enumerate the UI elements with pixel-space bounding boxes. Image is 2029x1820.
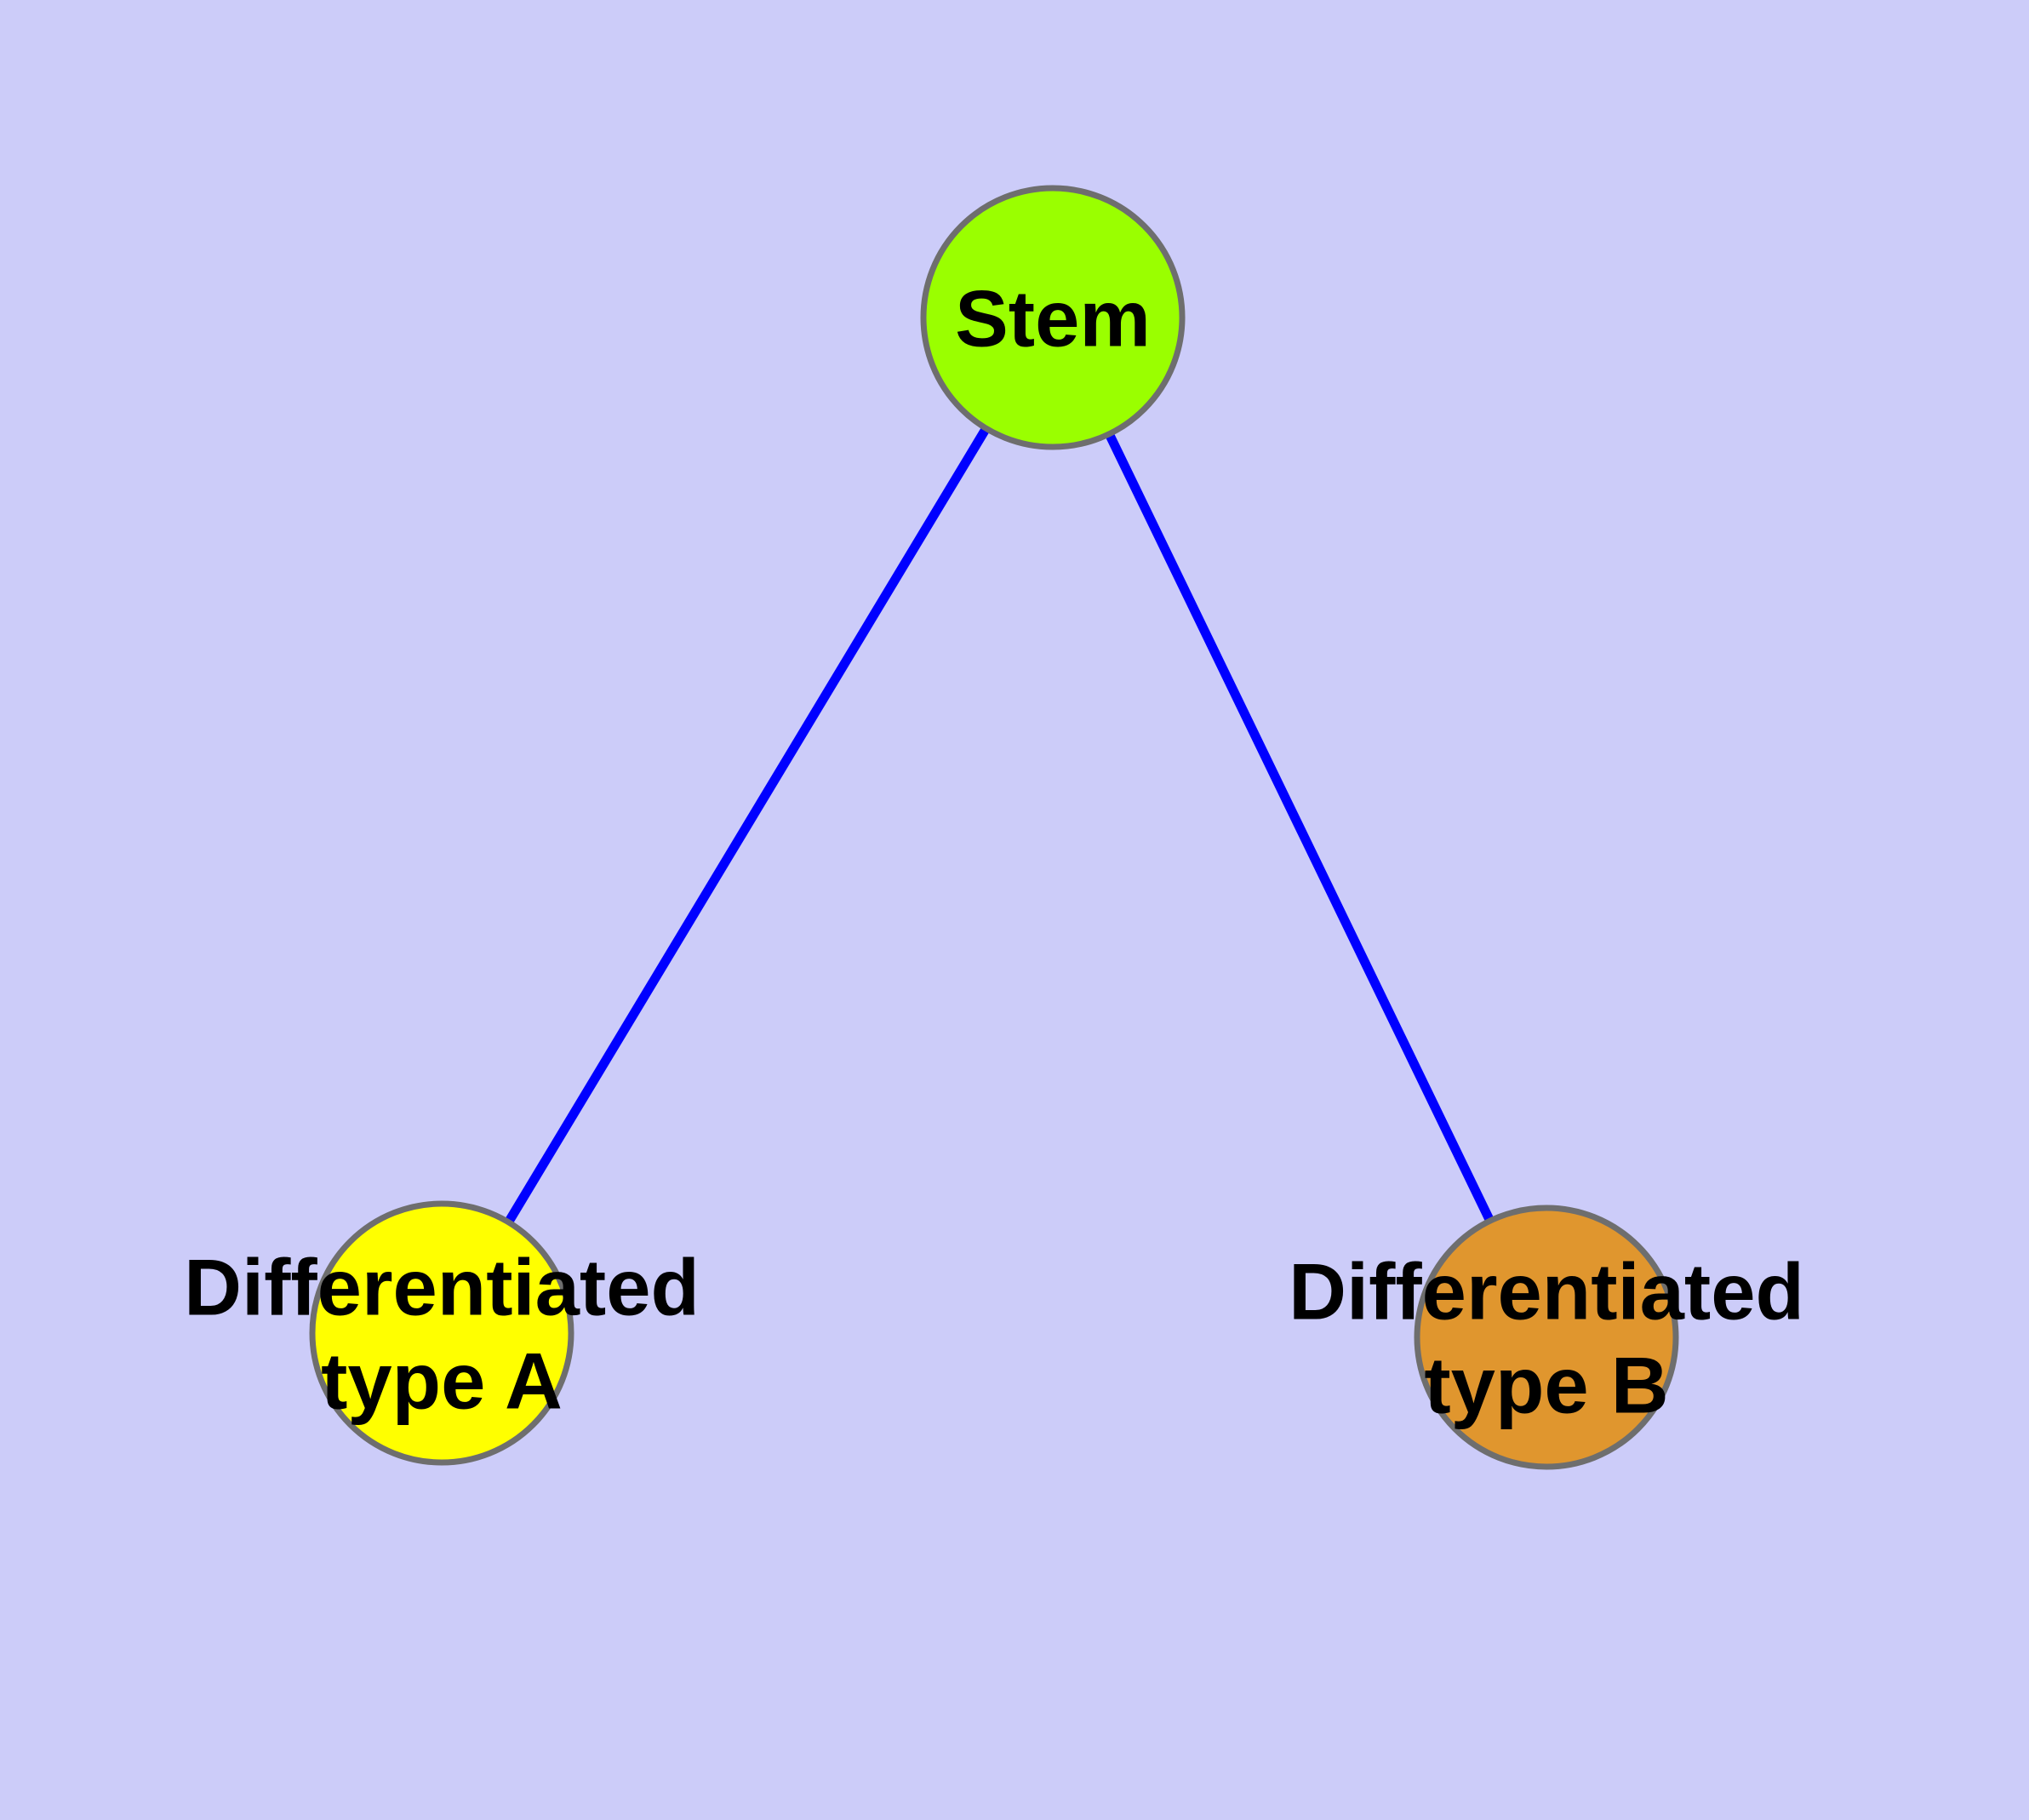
nodes-layer — [309, 185, 1679, 1470]
label-line: Differentiated — [1289, 1246, 1804, 1336]
graph-node-diff_b[interactable] — [1414, 1205, 1679, 1470]
label-line: Stem — [955, 273, 1151, 363]
graph-edge — [437, 315, 1057, 1336]
edges-layer — [437, 315, 1551, 1340]
label-line: Differentiated — [184, 1242, 700, 1331]
graph-node-stem[interactable] — [920, 185, 1186, 450]
label-line: type A — [321, 1336, 563, 1425]
label-line: type B — [1424, 1340, 1668, 1429]
graph-edge — [1049, 315, 1551, 1340]
graph-node-diff_a[interactable] — [309, 1200, 574, 1466]
graph-node-label-stem: Stem — [955, 273, 1151, 363]
